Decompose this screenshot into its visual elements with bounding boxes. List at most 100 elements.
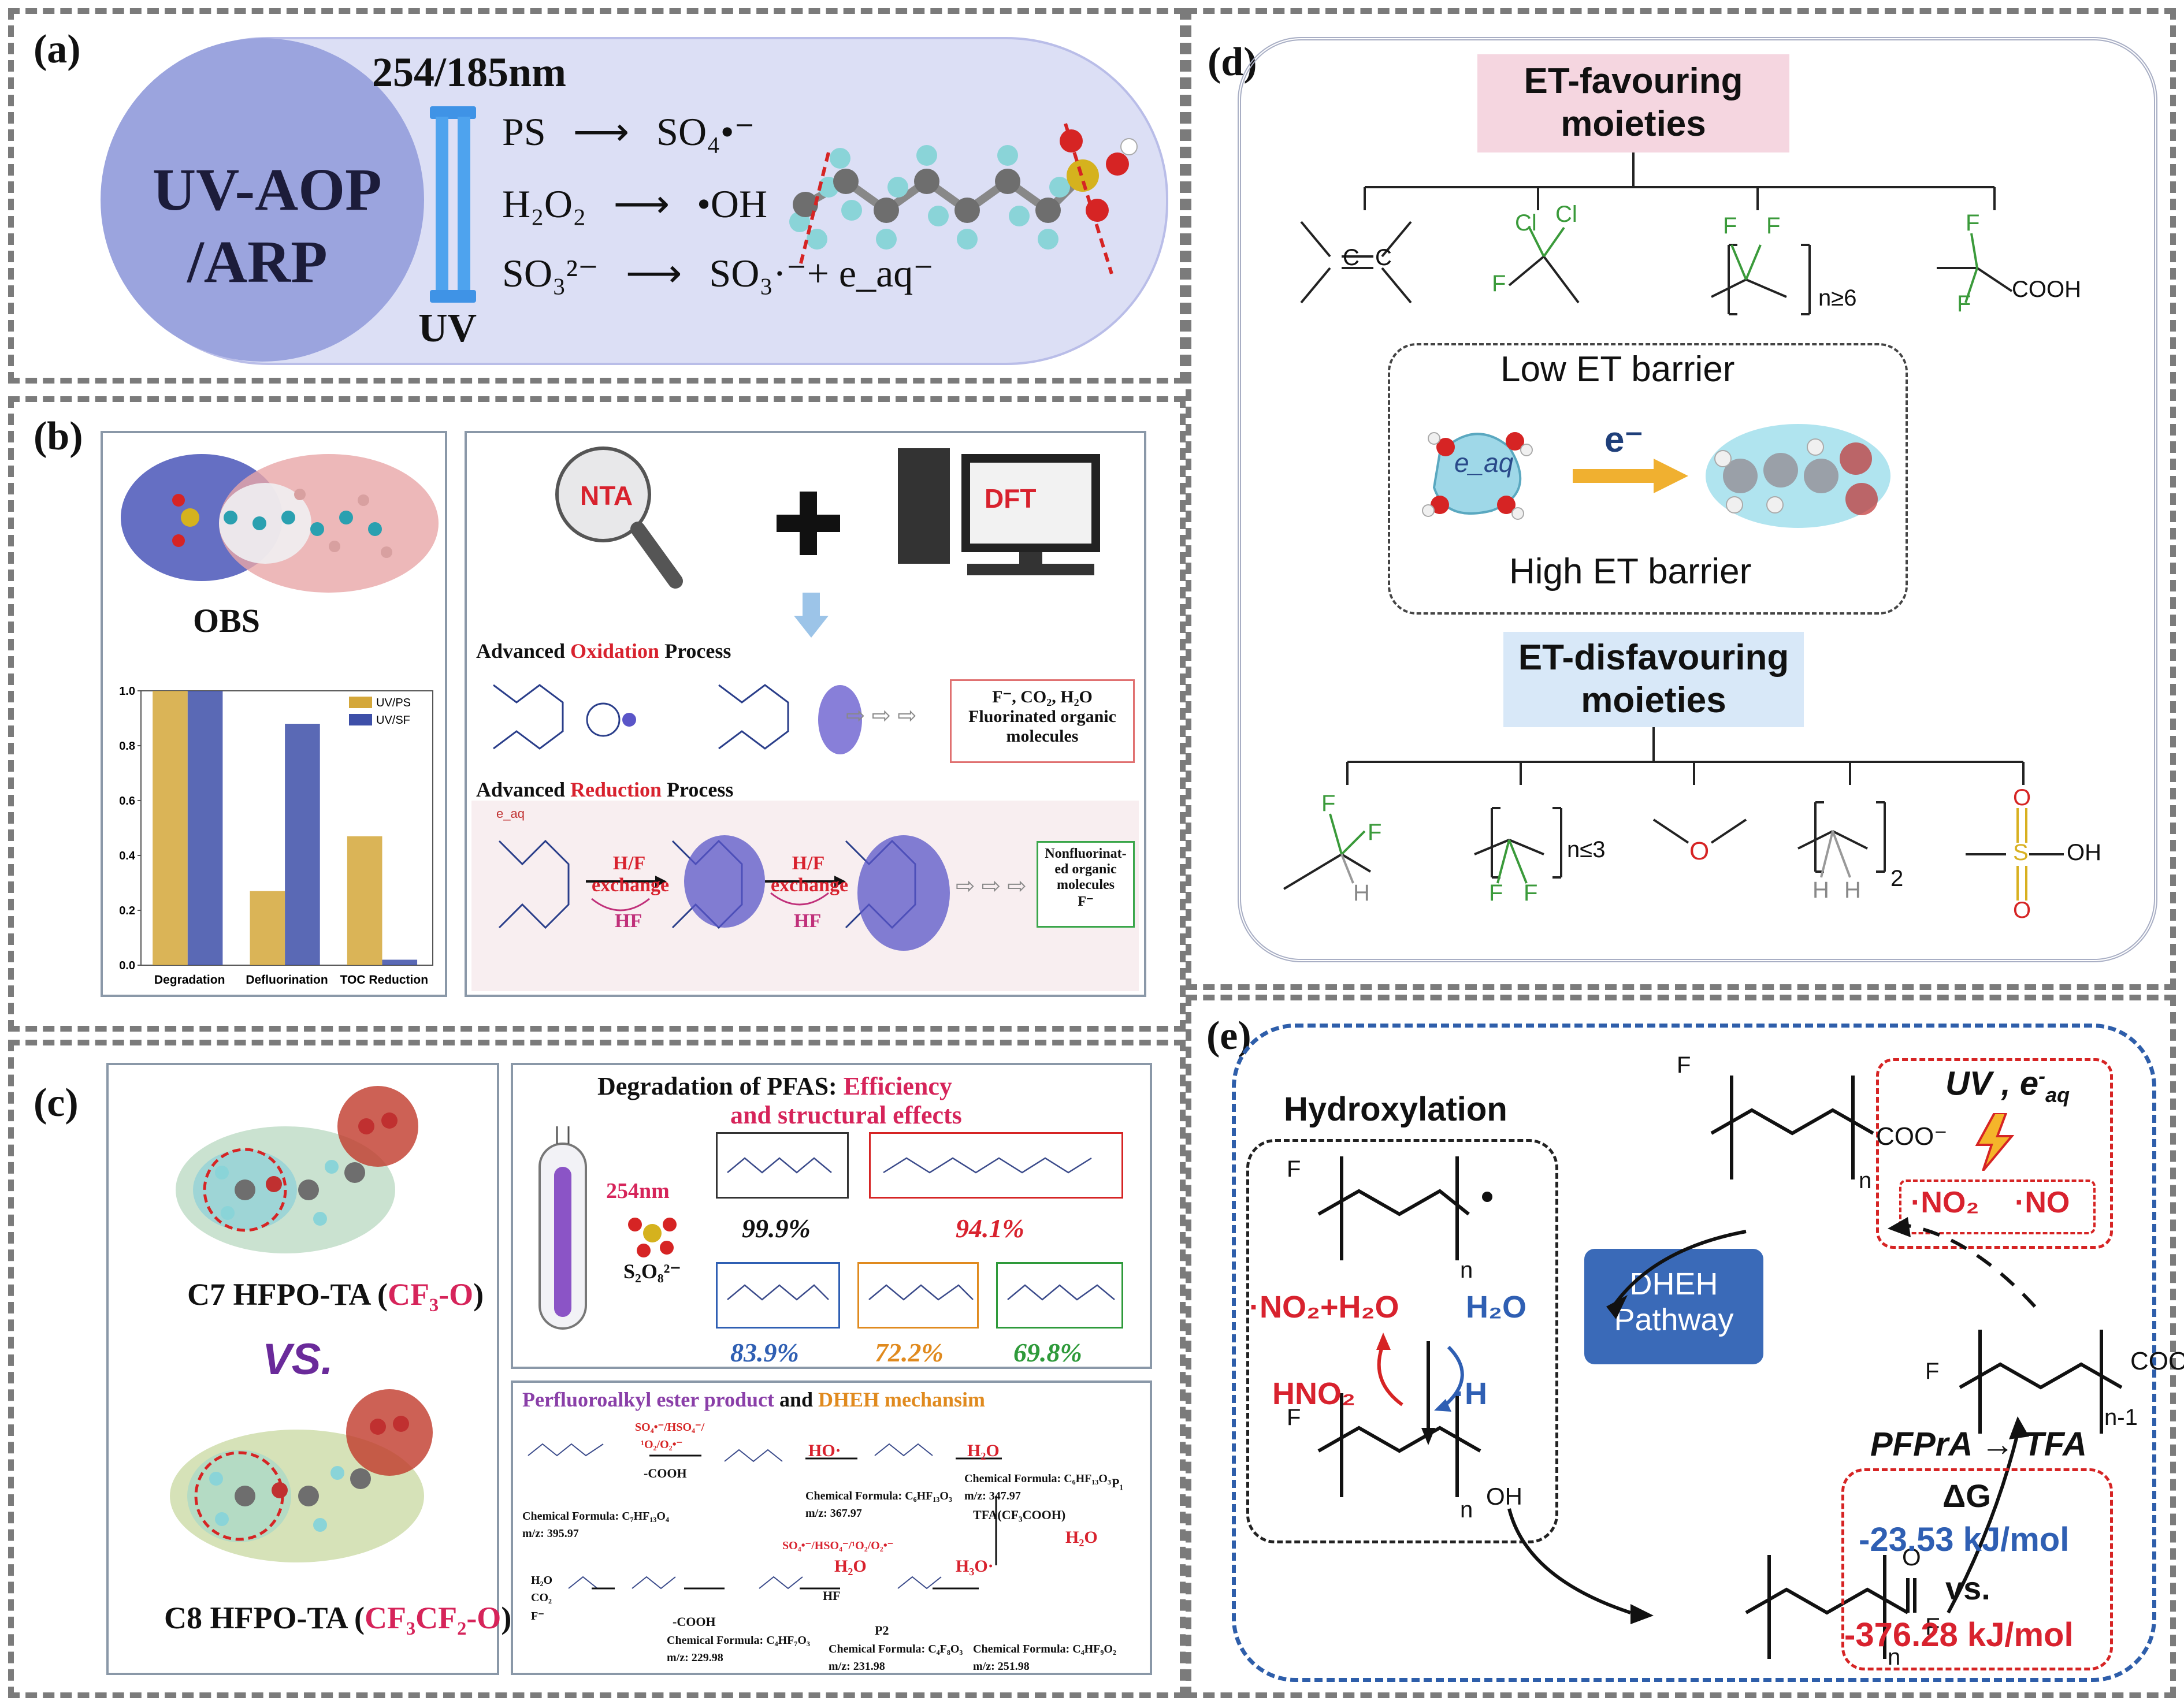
eaq-symbol: e_aq bbox=[1454, 448, 1514, 478]
efficiency-5: 69.8% bbox=[1013, 1338, 1082, 1367]
mechanism-title-and: and bbox=[774, 1388, 819, 1411]
vs-label: VS. bbox=[262, 1335, 333, 1384]
dichloro-cl1: Cl bbox=[1515, 210, 1537, 236]
delta-g-vs: vs. bbox=[1945, 1570, 1990, 1606]
panel-label-a: (a) bbox=[34, 27, 81, 72]
x-tick-label: TOC Reduction bbox=[340, 973, 428, 987]
disfavouring-groups bbox=[1283, 727, 2064, 900]
moieties-frame bbox=[1238, 37, 2157, 962]
reaction-3-reactant: SO₃²⁻ bbox=[502, 251, 599, 295]
mechanism-title: Perfluoroalkyl ester product and DHEH me… bbox=[522, 1387, 985, 1412]
efficiency-1: 99.9% bbox=[742, 1214, 811, 1243]
mech-h2o-3: H₂O bbox=[834, 1557, 867, 1576]
aop-title: Advanced Oxidation Process bbox=[476, 639, 731, 663]
mech-final-product-3: F⁻ bbox=[531, 1610, 544, 1623]
legend-label: UV/PS bbox=[376, 697, 411, 709]
formula-4-name: Chemical Formula: C₄HF₇O₃ bbox=[667, 1634, 810, 1647]
x-tick-label: Degradation bbox=[154, 973, 225, 987]
structure-box-3 bbox=[716, 1262, 840, 1329]
ch2-subscript: 2 bbox=[1890, 866, 1904, 891]
efficiency-4: 72.2% bbox=[875, 1338, 944, 1367]
arp-products-line3: molecules bbox=[1057, 877, 1115, 892]
pfpra-tfa-label: PFPrA → TFA bbox=[1870, 1426, 2087, 1463]
bar-uv-ps-0 bbox=[153, 691, 188, 965]
c8-hfpo-surface bbox=[170, 1389, 433, 1562]
shortchain-f2: F bbox=[1524, 880, 1538, 906]
left-reactant: ·NO₂+H₂O bbox=[1249, 1290, 1399, 1324]
left-n-label: n bbox=[1460, 1257, 1473, 1283]
acceptor-molecule bbox=[1706, 424, 1890, 528]
cf2cooh-f2: F bbox=[1957, 291, 1971, 317]
formula-6: Chemical Formula: C₄HF₉O₂ m/z: 251.98 bbox=[973, 1640, 1116, 1675]
arp-background bbox=[471, 801, 1139, 991]
nta-dft-box bbox=[465, 431, 1146, 997]
chain-n-ge6: n≥6 bbox=[1818, 285, 1857, 311]
panel-c: (c) C7 HFPO-TA (CF₃-O) VS. C8 HFPO-TA (C… bbox=[8, 1040, 1186, 1698]
bar-uv-sf-0 bbox=[187, 691, 223, 965]
hydroxylation-box bbox=[1246, 1139, 1558, 1543]
chf2-f2: F bbox=[1368, 820, 1382, 845]
y-tick-label: 0.2 bbox=[119, 905, 135, 917]
aop-structures bbox=[493, 684, 862, 754]
panel-a: (a) UV-AOP /ARP 254/185nm UV PS ⟶ SO₄•⁻ … bbox=[8, 8, 1186, 384]
et-disfavouring-line2: moieties bbox=[1581, 680, 1726, 720]
favouring-groups bbox=[1300, 152, 2013, 315]
formula-3-name: Chemical Formula: C₆HF₁₃O₃ bbox=[964, 1472, 1111, 1485]
y-tick-label: 1.0 bbox=[119, 685, 135, 698]
wavelength-label: 254/185nm bbox=[372, 49, 567, 95]
formula-5-mz: m/z: 231.98 bbox=[829, 1660, 885, 1673]
circle-text-line2: /ARP bbox=[187, 229, 328, 295]
mech-radicals-bottom: SO₄•⁻/HSO₄⁻/¹O₂/O₂•⁻ bbox=[782, 1539, 894, 1552]
formula-3-mz: m/z: 347.97 bbox=[964, 1490, 1021, 1502]
formula-4-mz: m/z: 229.98 bbox=[667, 1651, 723, 1664]
right-cooh-label: COOH bbox=[2130, 1347, 2184, 1375]
y-tick-label: 0.0 bbox=[119, 959, 135, 972]
mech-hf: HF bbox=[823, 1588, 841, 1603]
sulfonic-oh: OH bbox=[2067, 840, 2101, 865]
arp-structures bbox=[498, 835, 950, 951]
uv-eaq-box bbox=[1876, 1058, 2113, 1249]
mech-cooh-loss2: -COOH bbox=[673, 1614, 716, 1629]
ch2-h1: H bbox=[1812, 877, 1829, 903]
uv-lamp-icon bbox=[430, 106, 476, 303]
hydroxylation-label: Hydroxylation bbox=[1284, 1091, 1507, 1128]
delta-g-value-2: -376.28 kJ/mol bbox=[1844, 1616, 2074, 1654]
mechanism-box bbox=[511, 1380, 1152, 1675]
acyl-o-label: O bbox=[1902, 1543, 1921, 1571]
structure-box-1 bbox=[716, 1132, 849, 1199]
oxidant-label: S₂O₈²⁻ bbox=[623, 1260, 681, 1283]
efficiency-3: 83.9% bbox=[730, 1338, 799, 1367]
delta-g-box bbox=[1841, 1468, 2113, 1670]
panel-d: (d) ET-favouring moieties bbox=[1186, 8, 2176, 990]
cf2cooh-f1: F bbox=[1966, 210, 1980, 236]
cf2cooh-label: COOH bbox=[2012, 277, 2081, 302]
y-tick-label: 0.8 bbox=[119, 740, 135, 753]
alkene-c1: C bbox=[1343, 245, 1360, 270]
aop-products-line1: F⁻, CO₂, H₂O bbox=[992, 687, 1093, 706]
formula-1: Chemical Formula: C₇HF₁₃O₄ m/z: 395.97 bbox=[522, 1508, 669, 1542]
c7-hfpo-surface bbox=[176, 1086, 418, 1253]
chain-f2: F bbox=[1766, 213, 1781, 239]
right-product: ·H bbox=[1454, 1376, 1487, 1411]
reaction-3: SO₃²⁻ ⟶ SO₃·⁻+ e_aq⁻ bbox=[502, 251, 934, 295]
no-radical: ·NO bbox=[2015, 1186, 2070, 1219]
circle-text-line1: UV-AOP bbox=[153, 157, 382, 223]
eaq-cluster bbox=[1422, 432, 1533, 520]
alcohol-n-label: n bbox=[1460, 1497, 1473, 1523]
delta-g-value-1: -23.53 kJ/mol bbox=[1859, 1521, 2070, 1558]
reaction-1-reactant: PS bbox=[502, 110, 546, 154]
alkene-c2: C bbox=[1375, 245, 1392, 270]
mech-final-product-1: H₂O bbox=[531, 1574, 553, 1587]
sulfonic-s: S bbox=[2013, 840, 2029, 865]
efficiency-title-line1: Degradation of PFAS: Efficiency bbox=[597, 1071, 952, 1101]
dichloro-cl2: Cl bbox=[1555, 202, 1577, 227]
no2-radical: ·NO₂ bbox=[1911, 1186, 1979, 1219]
mech-h3o: H₃O· bbox=[956, 1557, 994, 1576]
left-product: HNO₂ bbox=[1272, 1376, 1355, 1411]
c8-label-suffix: ) bbox=[501, 1601, 512, 1635]
reaction-2-product: •OH bbox=[697, 182, 768, 226]
pfas-molecule-model bbox=[789, 123, 1138, 274]
bar-uv-sf-2 bbox=[382, 959, 418, 965]
